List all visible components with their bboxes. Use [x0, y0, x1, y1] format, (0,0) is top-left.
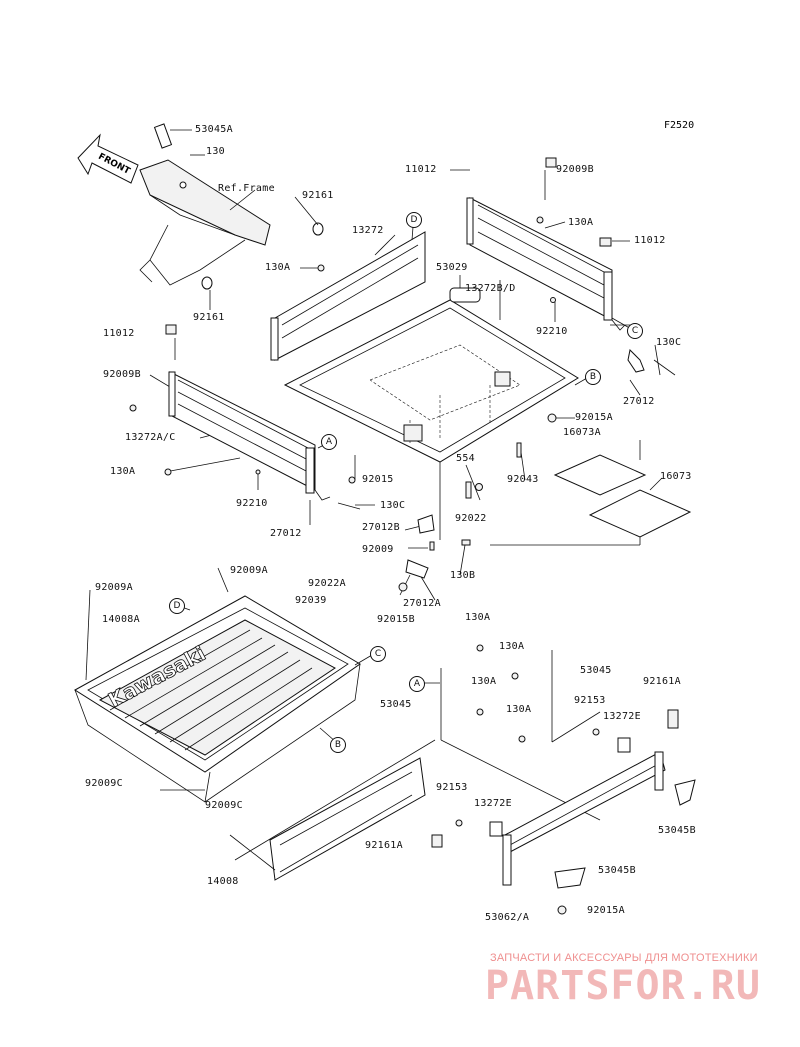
part-label: 14008A [102, 614, 140, 625]
part-label: 13272A/C [125, 432, 176, 443]
callout-a-lower: A [409, 676, 425, 692]
callout-b: B [585, 369, 601, 385]
part-label: 53045 [380, 699, 412, 710]
part-label: 92039 [295, 595, 327, 606]
part-label: 53045B [598, 865, 636, 876]
part-label: 92161A [643, 676, 681, 687]
side-panel-13272 [270, 231, 426, 361]
part-label: 27012 [270, 528, 302, 539]
tailgate-rods-and-rails [234, 644, 696, 915]
part-label: 27012 [623, 396, 655, 407]
part-label: 92015 [362, 474, 394, 485]
part-label: 130A [110, 466, 136, 477]
part-label: 92153 [436, 782, 468, 793]
part-label: 92009C [205, 800, 243, 811]
part-label: 130A [499, 641, 525, 652]
left-tailgate-panel [165, 324, 331, 501]
part-label: 92161 [302, 190, 334, 201]
part-label: 92015A [575, 412, 613, 423]
part-label: 53045A [195, 124, 233, 135]
hardware-fasteners-top [129, 216, 676, 592]
part-label: 130A [465, 612, 491, 623]
part-label: 554 [456, 453, 475, 464]
part-label: 130B [450, 570, 476, 581]
part-label: 92015A [587, 905, 625, 916]
part-label: 13272E [474, 798, 512, 809]
part-label: 92009A [95, 582, 133, 593]
part-label: 13272B/D [465, 283, 516, 294]
part-label: 27012B [362, 522, 400, 533]
part-label: 130A [471, 676, 497, 687]
right-tailgate-panel [466, 157, 626, 331]
tailgate-14008 [229, 757, 426, 881]
bed-liner-14008A: Kawasaki [74, 567, 361, 803]
part-label: 130C [380, 500, 406, 511]
callout-d-lower: D [169, 598, 185, 614]
callout-b-lower: B [330, 737, 346, 753]
part-label: 53029 [436, 262, 468, 273]
part-label: 92161 [193, 312, 225, 323]
callout-d: D [406, 212, 422, 228]
part-label: 11012 [103, 328, 135, 339]
part-label: 92043 [507, 474, 539, 485]
part-label: 92009B [103, 369, 141, 380]
part-label: 92210 [536, 326, 568, 337]
part-label: 16073A [563, 427, 601, 438]
front-arrow-icon: FRONT [77, 133, 139, 184]
part-label: 53045B [658, 825, 696, 836]
part-label: 92153 [574, 695, 606, 706]
part-label: 130A [265, 262, 291, 273]
part-label: 11012 [405, 164, 437, 175]
bed-floor-53029 [283, 287, 579, 540]
callout-c-lower: C [370, 646, 386, 662]
part-label: 13272 [352, 225, 384, 236]
part-label: 11012 [634, 235, 666, 246]
bed-mats [553, 454, 692, 538]
part-label: 16073 [660, 471, 692, 482]
part-label: Ref.Frame [218, 183, 275, 194]
part-label: 92015B [377, 614, 415, 625]
part-label: 92009B [556, 164, 594, 175]
watermark-caption: ЗАПЧАСТИ И АКСЕССУАРЫ ДЛЯ МОТОТЕХНИКИ [490, 952, 758, 964]
part-label: 92210 [236, 498, 268, 509]
part-label: 14008 [207, 876, 239, 887]
watermark-logo: PARTSFOR.RU [485, 963, 761, 1009]
callout-a: A [321, 434, 337, 450]
part-label: 13272E [603, 711, 641, 722]
part-label: 92009C [85, 778, 123, 789]
part-label: 130 [206, 146, 225, 157]
callout-c: C [627, 323, 643, 339]
part-label: 27012A [403, 598, 441, 609]
ref-frame-part [139, 123, 324, 290]
part-label: 92009 [362, 544, 394, 555]
part-label: 92009A [230, 565, 268, 576]
figure-code: F2520 [664, 120, 695, 131]
part-label: 53062/A [485, 912, 530, 923]
part-label: 130A [568, 217, 594, 228]
part-label: 130A [506, 704, 532, 715]
part-label: 92161A [365, 840, 403, 851]
part-label: 130C [656, 337, 682, 348]
part-label: 53045 [580, 665, 612, 676]
part-label: 92022 [455, 513, 487, 524]
part-label: 92022A [308, 578, 346, 589]
